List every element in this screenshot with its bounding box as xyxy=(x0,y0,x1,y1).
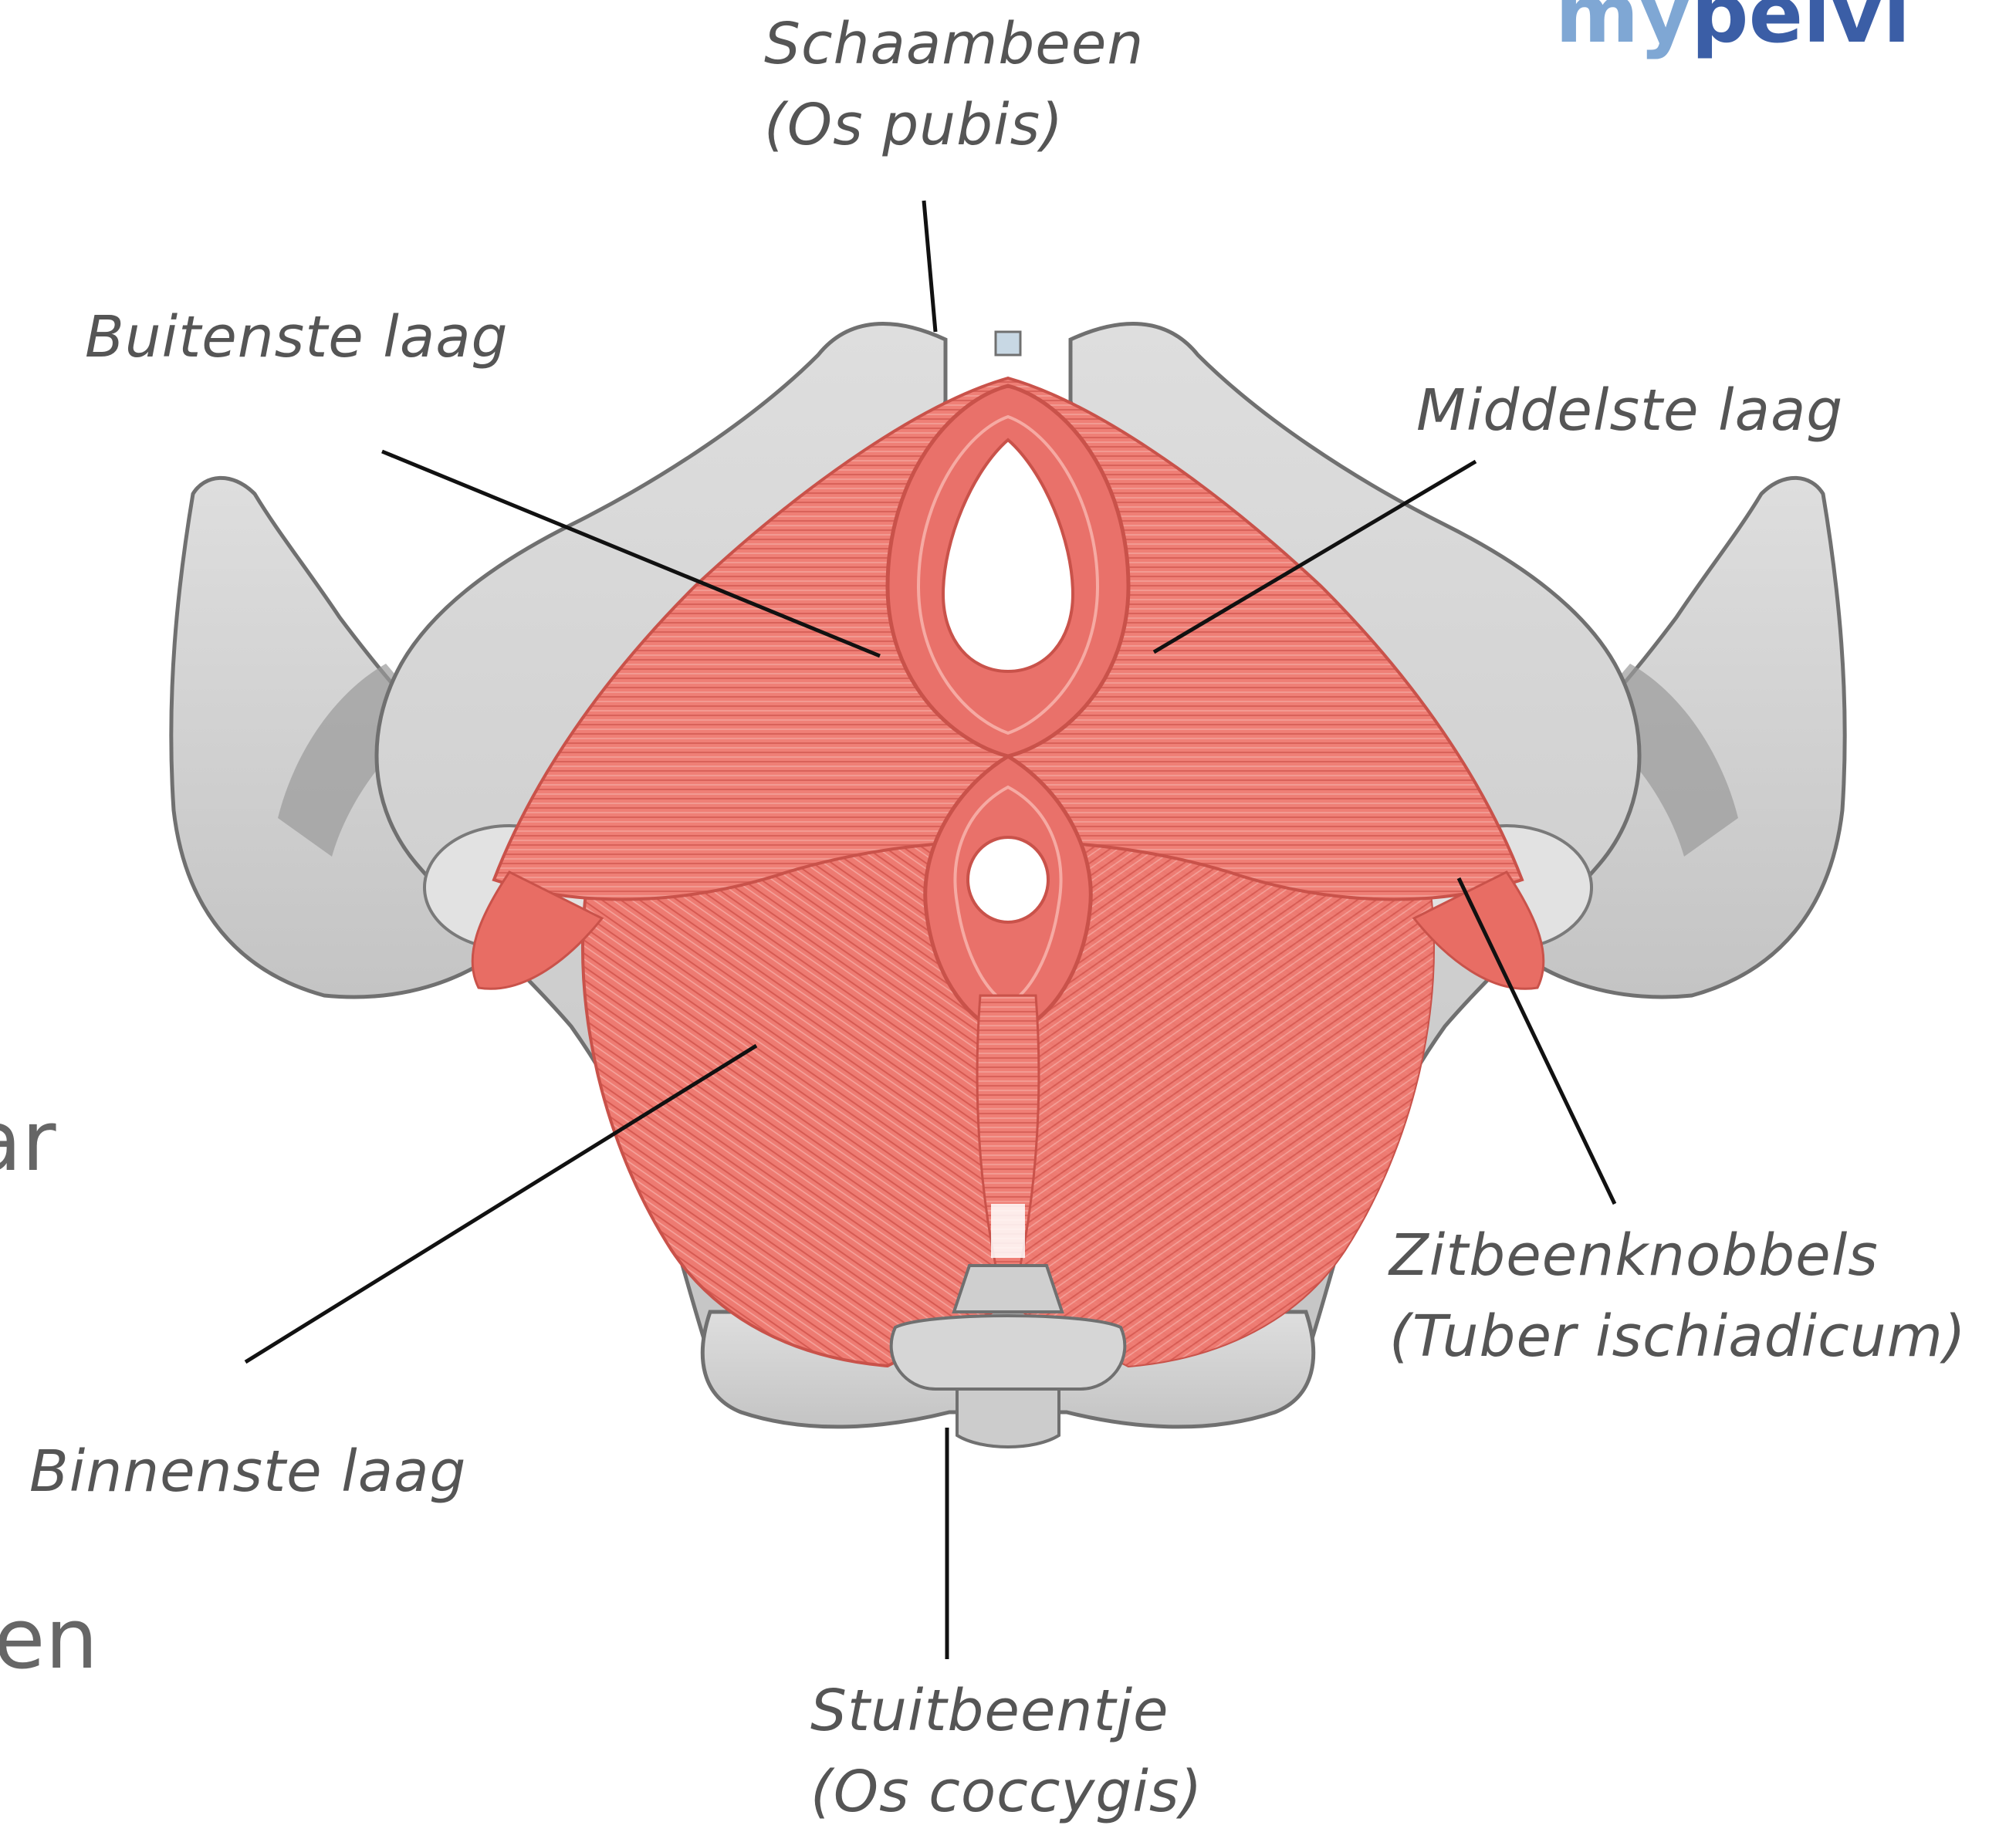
ischial-label-line2: (Tuber ischiadicum) xyxy=(1389,1296,1967,1377)
cropped-text-fragment-1: ar xyxy=(0,1096,56,1188)
middle-layer-label: Middelste laag xyxy=(1416,370,1843,451)
ischial-label-line1: Zitbeenknobbels xyxy=(1389,1215,1879,1296)
anal-opening xyxy=(968,837,1048,922)
inner-layer-label: Binnenste laag xyxy=(29,1431,466,1512)
coccyx-bone xyxy=(954,1266,1062,1312)
pubic-symphysis xyxy=(996,332,1020,355)
mypelvi-logo: mypelvi xyxy=(1555,0,1910,52)
coccyx-label-line2: (Os coccygis) xyxy=(810,1752,1202,1832)
coccyx-segment xyxy=(891,1316,1125,1389)
leader-pubis xyxy=(924,201,935,332)
pubis-label-line2: (Os pubis) xyxy=(764,85,1064,165)
tendon-white-band xyxy=(991,1204,1025,1258)
outer-layer-label: Buitenste laag xyxy=(85,297,509,377)
pubis-label-line1: Schaambeen xyxy=(764,4,1144,84)
cropped-text-fragment-2: en xyxy=(0,1594,98,1686)
logo-part2: pelvi xyxy=(1691,0,1910,61)
logo-part1: my xyxy=(1555,0,1691,61)
coccyx-label-line1: Stuitbeentje xyxy=(810,1671,1169,1751)
coccyx-tip xyxy=(957,1389,1059,1447)
